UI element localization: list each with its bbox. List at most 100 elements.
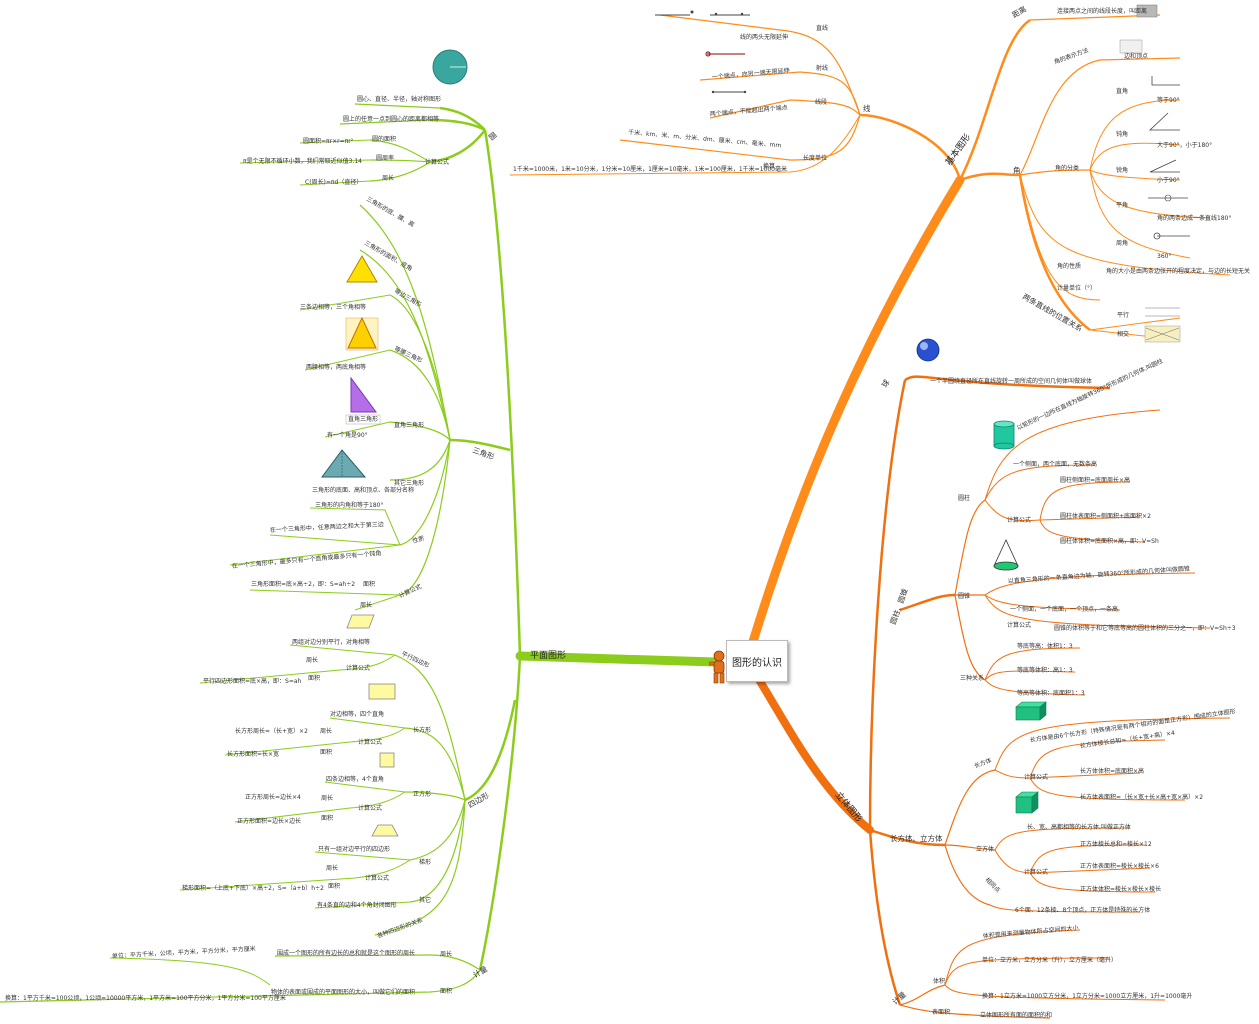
svg-text:角的两条边成一条直线180°: 角的两条边成一条直线180°: [1157, 214, 1231, 222]
svg-text:角的表示方法: 角的表示方法: [1053, 46, 1090, 66]
svg-text:长方形: 长方形: [413, 726, 431, 734]
right-angle-icon: [1151, 76, 1180, 86]
svg-text:三条边相等，三个角相等: 三条边相等，三个角相等: [300, 303, 366, 311]
svg-text:面积: 面积: [320, 748, 332, 756]
svg-text:圆柱体体积=底面积×高，即：V=Sh: 圆柱体体积=底面积×高，即：V=Sh: [1060, 537, 1159, 545]
svg-text:长方体: 长方体: [973, 756, 993, 770]
svg-text:以直角三角形的一条直角边为轴，旋转360°所形成的几何体叫做: 以直角三角形的一条直角边为轴，旋转360°所形成的几何体叫做圆锥: [1008, 564, 1191, 585]
svg-text:直角三角形: 直角三角形: [348, 415, 378, 423]
svg-text:各种四边形的关系: 各种四边形的关系: [376, 916, 424, 940]
svg-text:连接两点之间的线段长度，叫距离: 连接两点之间的线段长度，叫距离: [1057, 7, 1147, 15]
svg-text:周长: 周长: [326, 864, 338, 872]
circle-title: 圆: [486, 131, 498, 143]
svg-text:面积: 面积: [321, 814, 333, 822]
svg-text:体积是用来测量物体所占空间的大小: 体积是用来测量物体所占空间的大小: [982, 924, 1078, 940]
svg-text:长度单位: 长度单位: [803, 154, 827, 162]
svg-text:圆柱侧面积=底面周长×高: 圆柱侧面积=底面周长×高: [1060, 476, 1130, 484]
svg-text:平角: 平角: [1116, 201, 1128, 209]
svg-text:计算公式: 计算公式: [365, 874, 389, 882]
svg-text:面积: 面积: [308, 674, 320, 682]
svg-text:相交: 相交: [1117, 330, 1129, 338]
svg-text:等于90°: 等于90°: [1157, 96, 1180, 104]
svg-text:一个半圆绕直径所在直线旋转一周所成的空间几何体叫做球体: 一个半圆绕直径所在直线旋转一周所成的空间几何体叫做球体: [930, 377, 1092, 385]
cube-icon: [1015, 791, 1039, 814]
svg-text:面积: 面积: [363, 580, 375, 588]
line-title: 线: [863, 103, 871, 113]
svg-text:有一个角是90°: 有一个角是90°: [327, 431, 368, 439]
svg-text:计算公式: 计算公式: [346, 664, 370, 672]
svg-text:射线: 射线: [816, 64, 828, 72]
distance-photo-icon: [1136, 4, 1158, 18]
mascot-icon: [709, 650, 725, 684]
parallelogram-icon: [346, 614, 375, 629]
svg-text:角的分类: 角的分类: [1055, 164, 1079, 172]
svg-text:π是个无限不循环小数，我们常取近似值3.14: π是个无限不循环小数，我们常取近似值3.14: [243, 157, 362, 165]
svg-text:长方体表面积=（长×宽+长×高+宽×高）×2: 长方体表面积=（长×宽+长×高+宽×高）×2: [1080, 793, 1203, 801]
svg-text:正方形面积=边长×边长: 正方形面积=边长×边长: [237, 817, 301, 825]
svg-text:1千米=1000米，1米=10分米，1分米=10厘米，1厘米: 1千米=1000米，1米=10分米，1分米=10厘米，1厘米=10毫米，1米=1…: [513, 165, 787, 173]
svg-text:其它三角形: 其它三角形: [394, 479, 424, 487]
svg-text:单位：立方米，立方分米（升），立方厘米（毫升）: 单位：立方米，立方分米（升），立方厘米（毫升）: [982, 956, 1117, 964]
central-topic[interactable]: 图形的认识: [726, 640, 788, 682]
svg-text:周长: 周长: [360, 601, 372, 609]
sphere-icon: [916, 338, 940, 362]
svg-text:直角三角形: 直角三角形: [394, 421, 424, 429]
svg-text:立方体: 立方体: [976, 845, 994, 853]
svg-text:三角形的内角和等于180°: 三角形的内角和等于180°: [315, 501, 383, 509]
svg-text:面积: 面积: [328, 882, 340, 890]
obtuse-angle-icon: [1148, 112, 1180, 131]
svg-text:面积: 面积: [440, 987, 452, 995]
svg-text:线段: 线段: [815, 98, 827, 106]
svg-text:角的大小是由两条边张开的程度决定，与边的长短无关: 角的大小是由两条边张开的程度决定，与边的长短无关: [1106, 267, 1250, 275]
isosceles-triangle-icon: [347, 316, 377, 349]
svg-text:计算公式: 计算公式: [425, 158, 449, 166]
rectangle-icon: [368, 683, 396, 700]
svg-text:立体图形所有面的面积的和: 立体图形所有面的面积的和: [980, 1011, 1052, 1019]
svg-text:圆锥的体积等于和它等底等高的圆柱体积的三分之一，即：V=Sh: 圆锥的体积等于和它等底等高的圆柱体积的三分之一，即：V=Sh÷3: [1054, 624, 1236, 632]
svg-text:长、宽、高都相等的长方体,叫做正方体: 长、宽、高都相等的长方体,叫做正方体: [1027, 823, 1131, 831]
svg-text:四条边相等，4个直角: 四条边相等，4个直角: [326, 775, 384, 783]
plane-branches: [0, 103, 522, 1003]
square-icon: [379, 752, 395, 768]
svg-text:三角形的面积、底角: 三角形的面积、底角: [363, 239, 414, 273]
svg-text:正方体体积=棱长×棱长×棱长: 正方体体积=棱长×棱长×棱长: [1080, 885, 1161, 893]
svg-text:三角形的底、腰、高: 三角形的底、腰、高: [365, 195, 416, 229]
svg-text:三角形的底面、高和顶点、各部分名称: 三角形的底面、高和顶点、各部分名称: [312, 486, 414, 494]
labels: 平面图形 基本图形 立体图形 圆 圆心、直径、半径，轴对称图形 圆上的任意一点到…: [5, 3, 1250, 1019]
svg-text:周长: 周长: [440, 950, 452, 958]
svg-text:圆周率: 圆周率: [376, 154, 394, 162]
svg-text:角的性质: 角的性质: [1057, 262, 1081, 270]
svg-text:直线: 直线: [816, 24, 828, 32]
svg-text:围成一个图形的所有边长的总和就是这个图形的周长: 围成一个图形的所有边长的总和就是这个图形的周长: [277, 949, 415, 957]
trunk-basic: [747, 175, 965, 650]
svg-text:圆心、直径、半径，轴对称图形: 圆心、直径、半径，轴对称图形: [357, 95, 441, 103]
svg-text:平行四边形面积=底×高，即：S=ah: 平行四边形面积=底×高，即：S=ah: [203, 677, 302, 685]
svg-text:小于90°: 小于90°: [1157, 176, 1180, 184]
svg-text:有4条直的边和4个角封闭图形: 有4条直的边和4个角封闭图形: [317, 901, 397, 909]
angle-repr-icon: [1119, 39, 1143, 54]
trunk-plane: [515, 651, 720, 667]
svg-text:正方体棱长总和=棱长×12: 正方体棱长总和=棱长×12: [1080, 840, 1152, 848]
basic-branches: [509, 14, 1231, 341]
svg-text:对边相等，四个直角: 对边相等，四个直角: [330, 710, 384, 718]
svg-text:圆柱体表面积=侧面积+底面积×2: 圆柱体表面积=侧面积+底面积×2: [1060, 512, 1151, 520]
svg-text:表面积: 表面积: [932, 1008, 950, 1016]
svg-text:C(周长)=πd（直径）: C(周长)=πd（直径）: [305, 178, 362, 186]
svg-text:边和顶点: 边和顶点: [1124, 52, 1148, 60]
svg-text:6个面、12条棱、8个顶点，正方体是特殊的长方体: 6个面、12条棱、8个顶点，正方体是特殊的长方体: [1015, 906, 1150, 914]
equilateral-triangle-icon: [346, 254, 378, 283]
svg-text:计算公式: 计算公式: [358, 738, 382, 746]
svg-text:计算公式: 计算公式: [1007, 516, 1031, 524]
svg-text:计算公式: 计算公式: [397, 582, 422, 599]
quad-title: 四边形: [467, 790, 491, 809]
right-triangle-icon: [350, 376, 377, 413]
svg-text:周长: 周长: [306, 656, 318, 664]
svg-text:长方形面积=长×宽: 长方形面积=长×宽: [227, 750, 279, 758]
svg-text:等腰三角形: 等腰三角形: [393, 345, 424, 365]
svg-text:物体的表面或围成的平面图形的大小，叫做它们的面积: 物体的表面或围成的平面图形的大小，叫做它们的面积: [271, 988, 415, 996]
svg-text:以矩形的一边所在直线为轴旋转360°所形成的几何体,叫圆柱: 以矩形的一边所在直线为轴旋转360°所形成的几何体,叫圆柱: [1015, 357, 1164, 432]
trapezoid-icon: [371, 824, 399, 837]
svg-text:平行: 平行: [1117, 311, 1129, 319]
cyl-cone-title: 圆柱、圆锥: [887, 587, 909, 626]
